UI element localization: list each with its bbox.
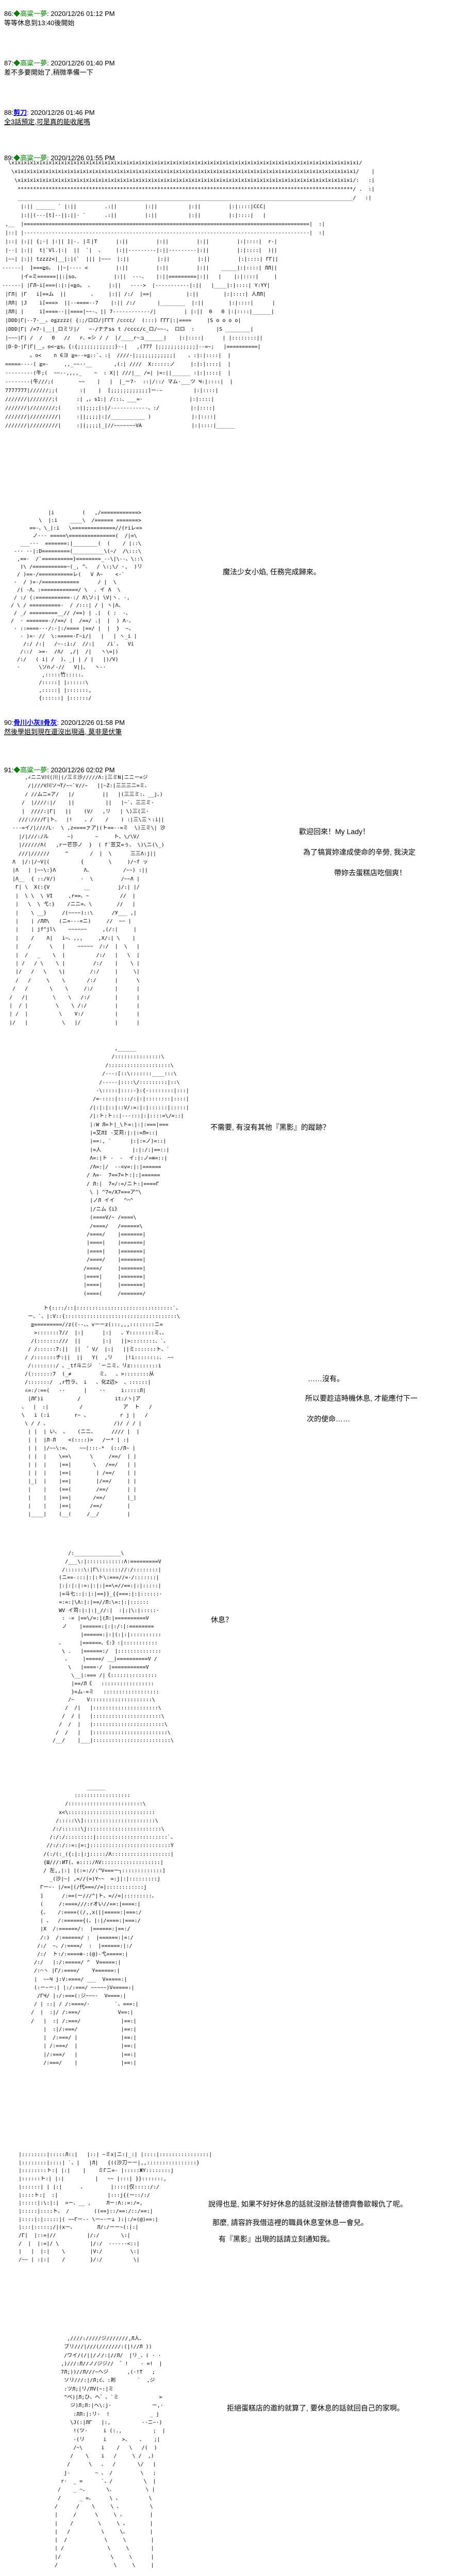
post-header-88: 88:剪刀: 2020/12/26 01:46 PM	[4, 107, 95, 117]
poster-name: ◆高粱一夢	[13, 10, 47, 18]
ascii-art-city-station: \xixixixixixixixixixixixixixixixixixixix…	[2, 160, 375, 429]
dialogue-line: 魔法少女小焰, 任務完成歸來。	[223, 568, 321, 576]
post-time: : 2020/12/26 01:12 PM	[47, 10, 115, 18]
post-body-87: 差不多要開始了,稍微準備一下	[4, 69, 93, 76]
ascii-art-girl-seated: |::::::::|:::::Л::| |::| ~ミx|ニ:|_:| |:::…	[19, 2152, 212, 2263]
post-header-86: 86:◆高粱一夢: 2020/12/26 01:12 PM	[4, 8, 115, 18]
ascii-art-girl-front: ,______ /:::::::::::::::\ /:::::::::::::…	[84, 1046, 189, 1297]
dialogue-line: 次的使命……	[307, 1415, 350, 1423]
post-number: 89:	[4, 154, 14, 162]
post-header-90: 90:骨川小灰‖骨灰: 2020/12/26 01:58 PM	[4, 717, 125, 727]
dialogue-line: 休息？	[211, 1616, 233, 1624]
post-time: : 2020/12/26 01:46 PM	[27, 109, 95, 116]
dialogue-line: ……沒有。	[308, 1375, 344, 1383]
post-number: 91:	[4, 766, 14, 774]
post-header-89: 89:◆高粱一夢: 2020/12/26 01:55 PM	[4, 152, 115, 162]
dialogue-line: 為了犒賞妳達成使命的辛勞, 我決定	[303, 848, 416, 856]
ascii-art-girl-profile: ______ :::::::::::::::::: /:::::::::::::…	[31, 1785, 176, 2066]
post-body-88: 全3話預定,可是真的能收尾嗎	[4, 118, 90, 126]
post-time: : 2020/12/26 01:55 PM	[47, 154, 115, 162]
dialogue-line: 帶妳去蛋糕店吃個爽！	[334, 869, 406, 877]
post-body-86: 等等休息到13:40後開始	[4, 19, 75, 27]
post-number: 90:	[4, 719, 14, 726]
dialogue-line: 有『黑影』出現的話請立刻通知我。	[219, 2235, 334, 2243]
ascii-art-girl-arms: ト{::::/::|::::::::::::::::::::::::::::::…	[22, 1306, 181, 1517]
poster-name-link[interactable]: 剪刀	[13, 109, 27, 116]
ascii-art-longhair-man: ,////://///ジ///////,Л人、 ブリ///|///(//////…	[55, 2336, 166, 2569]
post-time: : 2020/12/26 01:40 PM	[47, 59, 115, 67]
post-body-90: 然後學姐到現在還沒出現過, 莫非是伏筆	[4, 728, 122, 736]
ascii-art-butler: ,∠ニニV川(川|(/三ミ沙/////Λ:|三ミN|ニニー=ジ /|///V川ソ…	[9, 775, 166, 1026]
post-header-91: 91:◆高粱一夢: 2020/12/26 02:02 PM	[4, 765, 115, 774]
post-header-87: 87:◆高粱一夢: 2020/12/26 01:40 PM	[4, 58, 115, 67]
poster-name: ◆高粱一夢	[13, 59, 47, 67]
poster-name: ◆高粱一夢	[13, 154, 47, 162]
dialogue-line: 那麼, 請容許我借這裡的職員休息室休息一會兒。	[212, 2218, 368, 2227]
dialogue-line: 歡迎回來！My Lady！	[299, 827, 370, 836]
dialogue-line: 所以要趁這時機休息, 才能應付下一	[305, 1394, 418, 1402]
post-number: 88:	[4, 109, 14, 116]
post-time: : 2020/12/26 01:58 PM	[57, 719, 125, 726]
poster-name: ◆高粱一夢	[13, 766, 47, 774]
dialogue-line: 不需要, 有沒有其他『黑影』的蹤跡？	[210, 1123, 330, 1131]
post-time: : 2020/12/26 02:02 PM	[47, 766, 115, 774]
dialogue-line: 說得也是, 如果不好好休息的話就沒辦法替德齊魯歐報仇了呢。	[208, 2200, 407, 2208]
poster-name-link[interactable]: 骨川小灰‖骨灰	[13, 719, 57, 726]
ascii-art-magical-girl: |i ( ,/============> \ |:i ____\ /======…	[11, 510, 143, 701]
dialogue-line: 拒絕蛋糕店的邀約就算了, 要休息的話就回自己的家啊。	[227, 2404, 404, 2412]
post-number: 87:	[4, 59, 14, 67]
post-number: 86:	[4, 10, 14, 18]
ascii-art-girl-question: /:_______________\ /___\:|::::::::::::Λ:…	[53, 1551, 174, 1744]
